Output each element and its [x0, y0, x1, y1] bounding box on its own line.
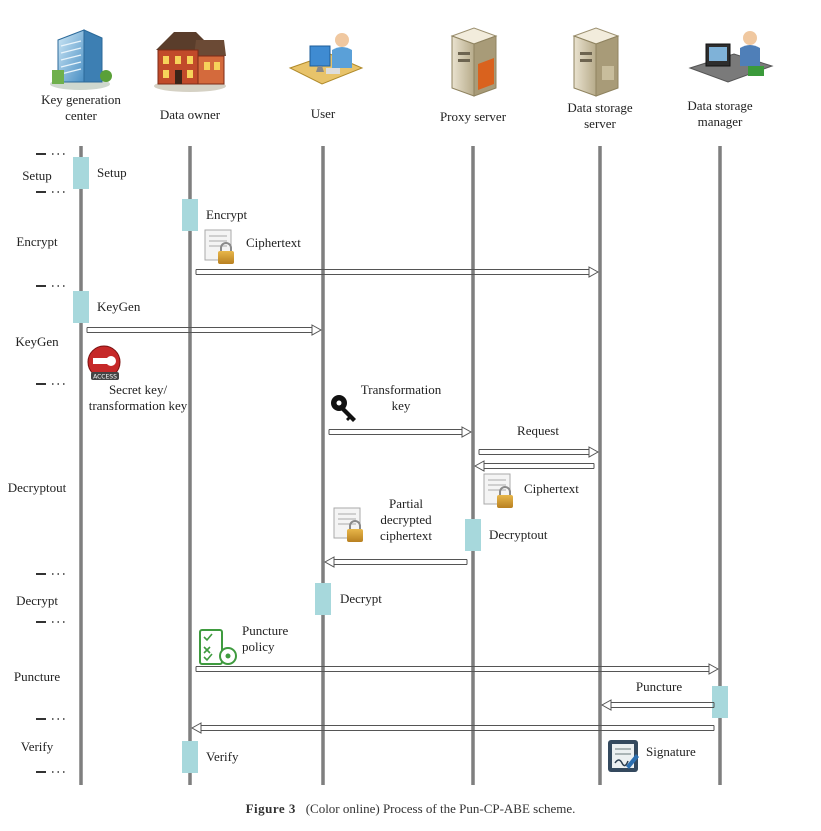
svg-text:ACCESS: ACCESS — [93, 374, 117, 381]
actor-label-kgc: center — [65, 108, 97, 123]
annotation-label: Secret key/ — [109, 382, 168, 397]
server-icon — [572, 27, 620, 97]
server-icon — [450, 27, 498, 97]
message-arrow-proxy-to-user — [323, 556, 468, 568]
actor-label-dss: Data storage — [567, 100, 633, 115]
house-icon — [154, 32, 226, 92]
ciphertext-lock-icon — [204, 229, 234, 264]
annotation-label: policy — [242, 639, 275, 654]
ciphertext-lock-icon — [483, 473, 513, 508]
caption-figure-number: Figure 3 — [245, 801, 296, 816]
activation-label: Decrypt — [340, 591, 382, 606]
manager-at-desk-icon — [688, 31, 774, 83]
activation-proxy — [465, 519, 481, 551]
message-arrow-dsm-to-dss — [600, 699, 715, 711]
access-key-icon: ACCESS — [87, 345, 121, 381]
activation-user — [315, 583, 331, 615]
actor-label-dss: server — [584, 116, 616, 131]
phase-label: Encrypt — [16, 234, 58, 249]
phase-label: KeyGen — [15, 334, 59, 349]
key-icon — [331, 395, 356, 422]
annotation-label: Ciphertext — [524, 481, 579, 496]
policy-checklist-icon — [199, 629, 237, 665]
activation-label: KeyGen — [97, 299, 141, 314]
actor-label-kgc: Key generation — [41, 92, 121, 107]
message-arrow-user-to-proxy — [328, 426, 473, 438]
annotation-label: Puncture — [242, 623, 288, 638]
activation-kgc — [73, 157, 89, 189]
activation-dsm — [712, 686, 728, 718]
message-arrow-dss-to-proxy — [473, 460, 595, 472]
message-arrow-proxy-to-dss — [478, 446, 600, 458]
message-arrow-owner-to-dsm — [195, 663, 720, 675]
annotation-label: Transformation — [361, 382, 442, 397]
activation-label: Setup — [97, 165, 127, 180]
message-arrow-dsm-to-owner — [190, 722, 715, 734]
activation-kgc — [73, 291, 89, 323]
phase-label: Setup — [22, 168, 52, 183]
activation-owner — [182, 199, 198, 231]
phase-label: Puncture — [14, 669, 60, 684]
actor-label-user: User — [311, 106, 336, 121]
phase-label: Verify — [21, 739, 54, 754]
annotation-label: transformation key — [89, 398, 188, 413]
actor-label-dsm: manager — [698, 114, 743, 129]
annotation-label: key — [392, 398, 411, 413]
caption-text: (Color online) Process of the Pun-CP-ABE… — [305, 801, 576, 816]
building-icon — [50, 29, 112, 90]
phase-label: Decrypt — [16, 593, 58, 608]
annotation-label: ciphertext — [380, 528, 432, 543]
message-arrow-owner-to-dss — [195, 266, 600, 278]
activation-label: Verify — [206, 749, 239, 764]
ciphertext-lock-icon — [333, 507, 363, 542]
message-label: Puncture — [636, 679, 682, 694]
figure-caption: Figure 3 (Color online) Process of the P… — [0, 801, 821, 817]
annotation-label: decrypted — [380, 512, 432, 527]
activation-label: Encrypt — [206, 207, 248, 222]
signature-icon — [608, 740, 639, 772]
user-at-computer-icon — [288, 33, 364, 85]
activation-owner — [182, 741, 198, 773]
annotation-label: Ciphertext — [246, 235, 301, 250]
message-arrow-kgc-to-user — [86, 324, 323, 336]
actor-label-proxy: Proxy server — [440, 109, 507, 124]
actor-label-owner: Data owner — [160, 107, 221, 122]
activation-label: Decryptout — [489, 527, 548, 542]
phase-label: Decryptout — [8, 480, 67, 495]
message-label: Request — [517, 423, 559, 438]
actor-label-dsm: Data storage — [687, 98, 753, 113]
annotation-label: Partial — [389, 496, 423, 511]
annotation-label: Signature — [646, 744, 696, 759]
